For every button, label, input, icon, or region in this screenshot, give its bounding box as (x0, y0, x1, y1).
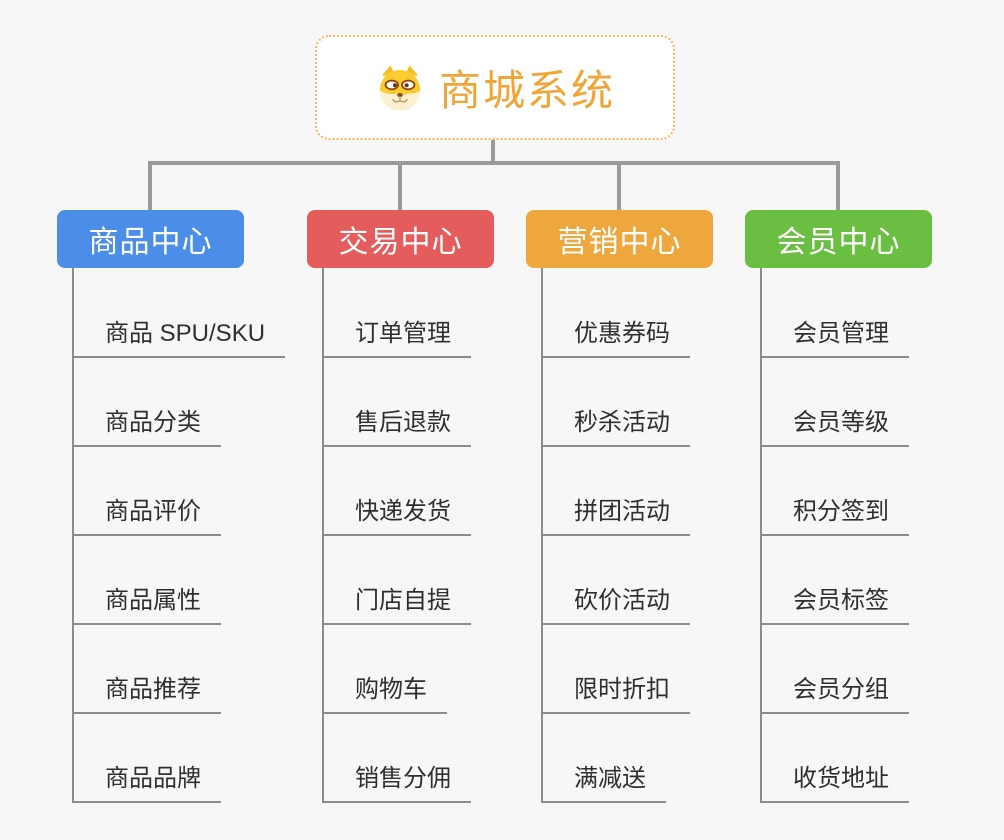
branch-box-product-center[interactable]: 商品中心 (57, 210, 244, 268)
leaf-node[interactable]: 商品分类 (72, 411, 221, 447)
leaf-node[interactable]: 购物车 (322, 678, 447, 714)
connector-drop-marketing (617, 161, 621, 210)
branch-box-member-center[interactable]: 会员中心 (745, 210, 932, 268)
root-node-mall-system[interactable]: 商城系统 (315, 35, 675, 140)
branch-trade-center: 交易中心 订单管理 售后退款 快递发货 门店自提 购物车 销售分佣 (307, 210, 557, 810)
leaf-node[interactable]: 订单管理 (322, 322, 471, 358)
connector-bus (148, 161, 840, 165)
branch-product-center: 商品中心 商品 SPU/SKU 商品分类 商品评价 商品属性 商品推荐 商品品牌 (57, 210, 307, 810)
leaf-node[interactable]: 砍价活动 (541, 589, 690, 625)
leaf-node[interactable]: 满减送 (541, 767, 666, 803)
leaf-node[interactable]: 积分签到 (760, 500, 909, 536)
leaf-node[interactable]: 会员分组 (760, 678, 909, 714)
branch-box-trade-center[interactable]: 交易中心 (307, 210, 494, 268)
root-title: 商城系统 (438, 67, 615, 114)
leaf-node[interactable]: 快递发货 (322, 500, 471, 536)
leaf-node[interactable]: 商品推荐 (72, 678, 221, 714)
connector-drop-trade (398, 161, 402, 210)
leaf-node[interactable]: 秒杀活动 (541, 411, 690, 447)
branch-marketing-center: 营销中心 优惠券码 秒杀活动 拼团活动 砍价活动 限时折扣 满减送 (526, 210, 776, 810)
leaf-node[interactable]: 销售分佣 (322, 767, 471, 803)
leaf-node[interactable]: 门店自提 (322, 589, 471, 625)
leaf-node[interactable]: 收货地址 (760, 767, 909, 803)
leaf-node[interactable]: 商品品牌 (72, 767, 221, 803)
leaf-node[interactable]: 商品 SPU/SKU (72, 322, 286, 358)
leaf-node[interactable]: 限时折扣 (541, 678, 690, 714)
leaf-node[interactable]: 售后退款 (322, 411, 471, 447)
connector-drop-member (836, 161, 840, 210)
leaf-node[interactable]: 会员标签 (760, 589, 909, 625)
connector-drop-product (148, 161, 152, 210)
branch-member-center: 会员中心 会员管理 会员等级 积分签到 会员标签 会员分组 收货地址 (745, 210, 995, 810)
branch-box-marketing-center[interactable]: 营销中心 (526, 210, 713, 268)
leaf-node[interactable]: 会员等级 (760, 411, 909, 447)
connector-root-stub (491, 140, 495, 165)
leaf-node[interactable]: 商品评价 (72, 500, 221, 536)
leaf-node[interactable]: 优惠券码 (541, 322, 690, 358)
leaf-node[interactable]: 拼团活动 (541, 500, 690, 536)
doge-icon (379, 64, 421, 111)
leaf-node[interactable]: 会员管理 (760, 322, 909, 358)
leaf-node[interactable]: 商品属性 (72, 589, 221, 625)
